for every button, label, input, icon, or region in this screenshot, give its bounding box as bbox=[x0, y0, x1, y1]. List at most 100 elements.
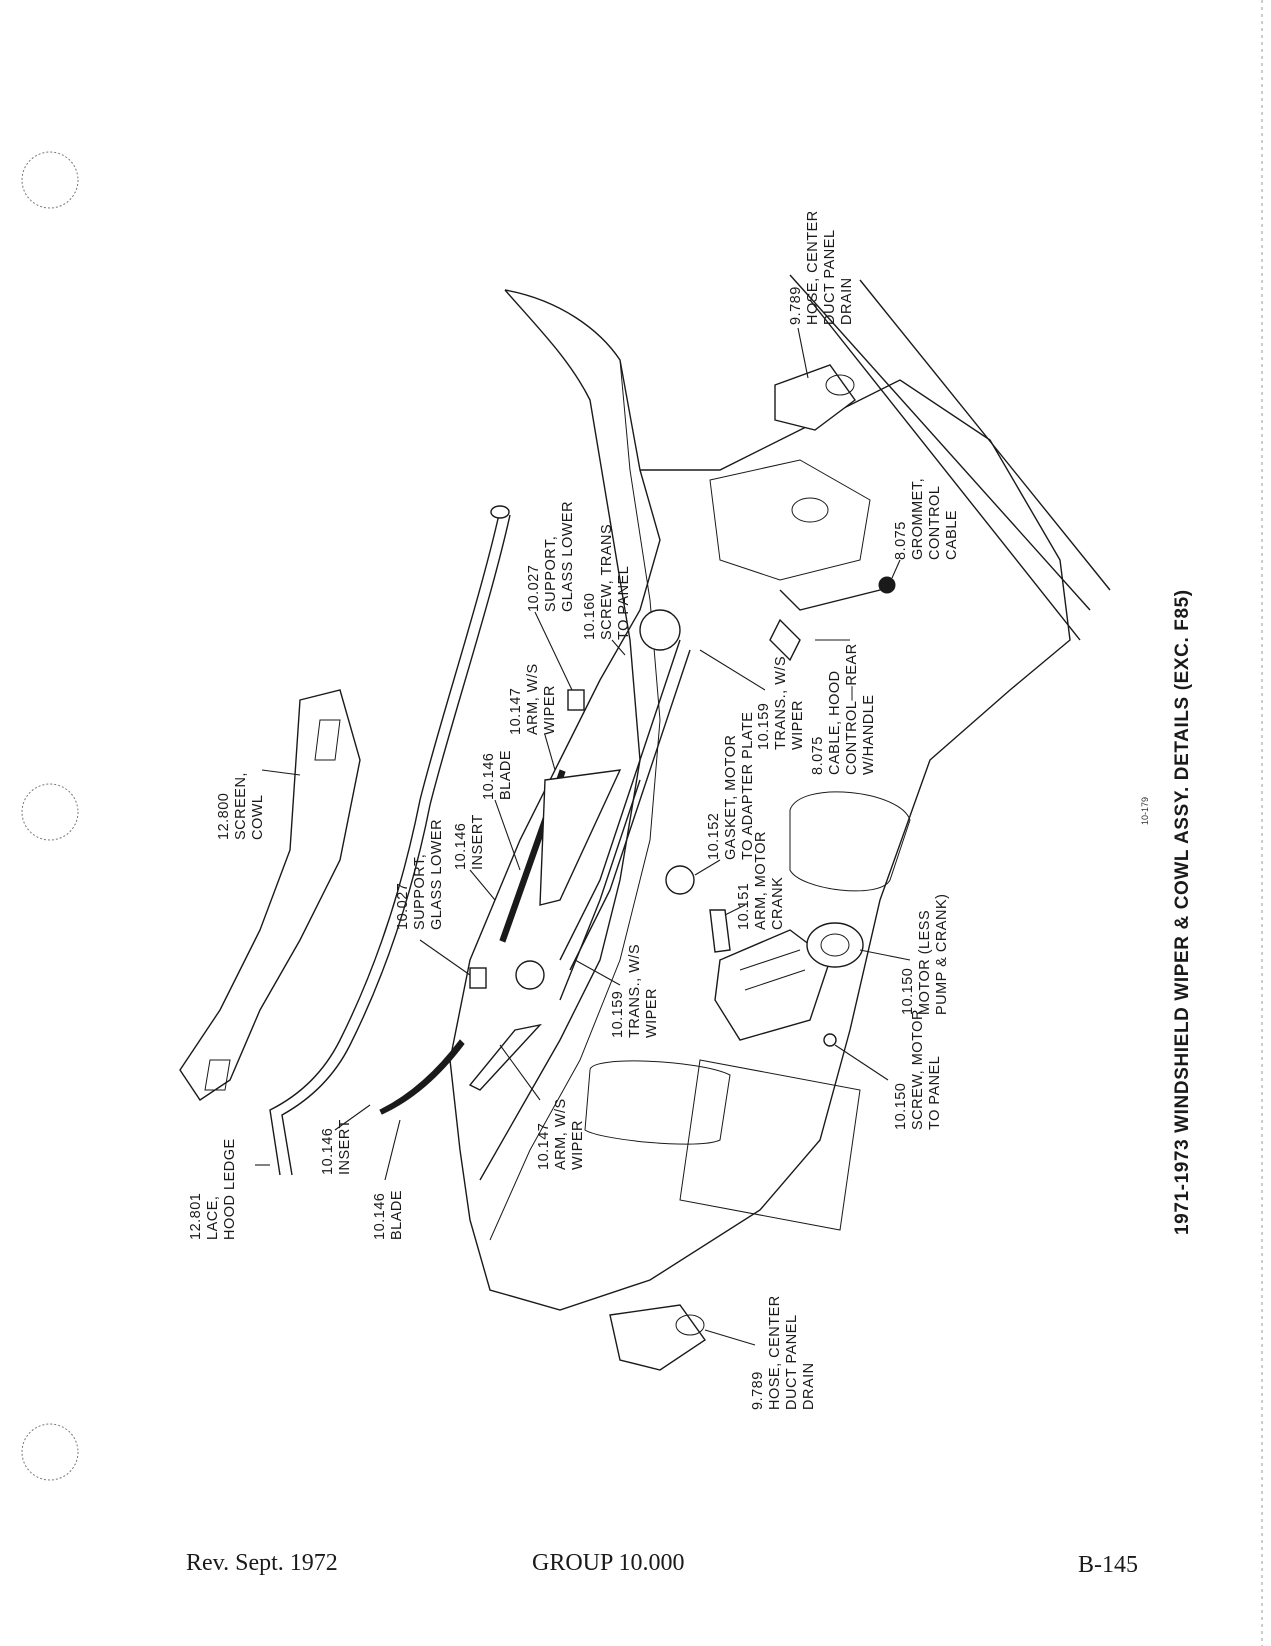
leader-c10 bbox=[694, 859, 721, 876]
leader-c1 bbox=[797, 327, 809, 379]
wiper-motor bbox=[714, 922, 864, 1041]
plenum-box bbox=[679, 1059, 861, 1231]
hood-ledge-lace bbox=[269, 509, 501, 1176]
callout-arm-ws-wiper-lower: 10.147ARM, W/SWIPER bbox=[536, 1098, 586, 1170]
callout-lace-hood-ledge: 12.801LACE,HOOD LEDGE bbox=[188, 1138, 238, 1240]
screen-vents bbox=[204, 719, 341, 1091]
motor-end-cap-ring bbox=[820, 933, 850, 957]
svg-text:10.146BLADE: 10.146BLADE bbox=[481, 750, 514, 800]
svg-text:10.147ARM, W/SWIPER: 10.147ARM, W/SWIPER bbox=[536, 1098, 586, 1170]
cowl-panel bbox=[449, 289, 1071, 1311]
svg-text:10.151ARM, MOTORCRANK: 10.151ARM, MOTORCRANK bbox=[736, 831, 786, 930]
binder-hole-top bbox=[21, 151, 79, 209]
svg-text:9.789HOSE, CENTERDUCT PANELDRA: 9.789HOSE, CENTERDUCT PANELDRAIN bbox=[750, 1295, 817, 1410]
drain-hose-lower bbox=[609, 1304, 706, 1371]
glass-support-upper bbox=[567, 689, 585, 711]
drain-hose-upper-opening bbox=[825, 374, 855, 396]
leader-lines bbox=[255, 327, 911, 1346]
callout-motor-less-pump: 10.150MOTOR (LESSPUMP & CRANK) bbox=[900, 894, 950, 1015]
svg-text:10.147ARM, W/SWIPER: 10.147ARM, W/SWIPER bbox=[508, 663, 558, 735]
leader-c14 bbox=[859, 949, 911, 961]
figure-number: 10-179 bbox=[1140, 797, 1150, 825]
leader-c19 bbox=[384, 1119, 401, 1181]
figure-title: 1971-1973 WINDSHIELD WIPER & COWL ASSY. … bbox=[1172, 589, 1193, 1235]
callout-grommet-control-cable: 8.075GROMMET,CONTROLCABLE bbox=[893, 478, 960, 560]
svg-text:8.075GROMMET,CONTROLCABLE: 8.075GROMMET,CONTROLCABLE bbox=[893, 478, 960, 560]
callout-screw-trans-to-panel: 10.160SCREW, TRANS.TO PANEL bbox=[582, 519, 632, 640]
hood-cable-handle bbox=[769, 618, 801, 662]
leader-c21 bbox=[704, 1329, 756, 1346]
drain-hose-lower-opening bbox=[675, 1314, 705, 1336]
leader-c13 bbox=[724, 904, 746, 916]
svg-text:10.150MOTOR (LESSPUMP & CRANK): 10.150MOTOR (LESSPUMP & CRANK) bbox=[900, 894, 950, 1015]
callout-cable-hood-control: 8.075CABLE, HOODCONTROL—REARW/HANDLE bbox=[810, 643, 877, 775]
callout-labels: 9.789HOSE, CENTERDUCT PANELDRAIN 8.075GR… bbox=[188, 210, 960, 1410]
motor-housing bbox=[714, 929, 831, 1041]
callout-hose-center-duct-drain-upper: 9.789HOSE, CENTERDUCT PANELDRAIN bbox=[788, 210, 855, 325]
callout-screw-motor-to-panel: 10.150SCREW, MOTORTO PANEL bbox=[893, 1009, 943, 1130]
control-cable-grommet bbox=[878, 576, 896, 594]
wiper-blade-left bbox=[379, 1039, 465, 1115]
motor-detail bbox=[739, 949, 806, 991]
leader-c5 bbox=[544, 734, 556, 771]
leader-c16 bbox=[834, 1044, 889, 1081]
callout-gasket-motor: 10.152GASKET, MOTORTO ADAPTER PLATE bbox=[706, 712, 756, 860]
callout-arm-ws-wiper-upper: 10.147ARM, W/SWIPER bbox=[508, 663, 558, 735]
footer-revision: Rev. Sept. 1972 bbox=[186, 1550, 338, 1576]
fender-rail bbox=[789, 274, 1111, 641]
bracket-hole bbox=[791, 497, 829, 523]
svg-text:10.150SCREW, MOTORTO PANEL: 10.150SCREW, MOTORTO PANEL bbox=[893, 1009, 943, 1130]
motor-screw bbox=[823, 1033, 837, 1047]
callout-trans-ws-wiper-lower: 10.159TRANS., W/SWIPER bbox=[610, 944, 660, 1038]
binder-hole-bottom bbox=[21, 1423, 79, 1481]
callout-blade-upper: 10.146BLADE bbox=[481, 750, 514, 800]
callout-insert-lower: 10.146INSERT bbox=[320, 1119, 353, 1175]
motor-end-cap bbox=[806, 922, 864, 968]
cowl-front-edge bbox=[479, 289, 641, 1181]
leader-c11 bbox=[699, 649, 766, 691]
svg-text:10-179: 10-179 bbox=[1140, 797, 1150, 825]
leader-c15 bbox=[574, 959, 621, 986]
callout-support-glass-lower-lower: 10.027SUPPORT,GLASS LOWER bbox=[395, 819, 445, 930]
svg-text:10.159TRANS., W/SWIPER: 10.159TRANS., W/SWIPER bbox=[756, 656, 806, 750]
wiper-arm-left bbox=[468, 1023, 542, 1091]
transmission-link-lower bbox=[559, 779, 641, 1001]
rear-bracket bbox=[709, 459, 871, 581]
drain-hose-upper bbox=[774, 364, 856, 431]
leader-c17 bbox=[499, 1044, 541, 1101]
callout-screen-cowl: 12.800SCREEN,COWL bbox=[216, 772, 266, 840]
svg-text:10.146INSERT: 10.146INSERT bbox=[320, 1119, 353, 1175]
glass-support-lower bbox=[469, 967, 487, 989]
svg-text:9.789HOSE, CENTERDUCT PANELDRA: 9.789HOSE, CENTERDUCT PANELDRAIN bbox=[788, 210, 855, 325]
lace-end bbox=[490, 505, 510, 519]
svg-text:1971-1973 WINDSHIELD WIPER & C: 1971-1973 WINDSHIELD WIPER & COWL ASSY. … bbox=[1172, 589, 1193, 1235]
svg-text:12.801LACE,HOOD LEDGE: 12.801LACE,HOOD LEDGE bbox=[188, 1138, 238, 1240]
pivot-plate bbox=[639, 609, 681, 651]
transmission-link-upper-edge bbox=[569, 649, 691, 971]
svg-text:10.159TRANS., W/SWIPER: 10.159TRANS., W/SWIPER bbox=[610, 944, 660, 1038]
svg-text:10.146INSERT: 10.146INSERT bbox=[453, 814, 486, 870]
leader-c8 bbox=[261, 769, 301, 776]
plenum-opening bbox=[584, 1060, 731, 1145]
svg-text:8.075CABLE, HOODCONTROL—REARW/: 8.075CABLE, HOODCONTROL—REARW/HANDLE bbox=[810, 643, 877, 775]
svg-text:10.027SUPPORT,GLASS LOWER: 10.027SUPPORT,GLASS LOWER bbox=[395, 819, 445, 930]
leader-c2 bbox=[891, 559, 901, 579]
hood-ledge-lace-edge bbox=[281, 514, 511, 1176]
wiper-arm-right bbox=[539, 769, 622, 906]
svg-text:10.152GASKET, MOTORTO ADAPTER: 10.152GASKET, MOTORTO ADAPTER PLATE bbox=[706, 712, 756, 860]
cowl-assembly-drawing bbox=[179, 274, 1111, 1371]
footer-page-number: B-145 bbox=[1078, 1552, 1138, 1578]
leader-c7 bbox=[469, 869, 496, 901]
svg-text:10.027SUPPORT,GLASS LOWER: 10.027SUPPORT,GLASS LOWER bbox=[526, 501, 576, 612]
leader-c9 bbox=[419, 939, 471, 976]
callout-trans-ws-wiper-upper: 10.159TRANS., W/SWIPER bbox=[756, 656, 806, 750]
binder-hole-middle bbox=[21, 783, 79, 841]
callout-support-glass-lower-upper: 10.027SUPPORT,GLASS LOWER bbox=[526, 501, 576, 612]
callout-arm-motor-crank: 10.151ARM, MOTORCRANK bbox=[736, 831, 786, 930]
callout-blade-lower: 10.146BLADE bbox=[372, 1190, 405, 1240]
access-opening bbox=[789, 791, 911, 892]
leader-c18 bbox=[334, 1104, 371, 1131]
footer-group: GROUP 10.000 bbox=[532, 1550, 684, 1576]
pivot-lower bbox=[515, 960, 545, 990]
